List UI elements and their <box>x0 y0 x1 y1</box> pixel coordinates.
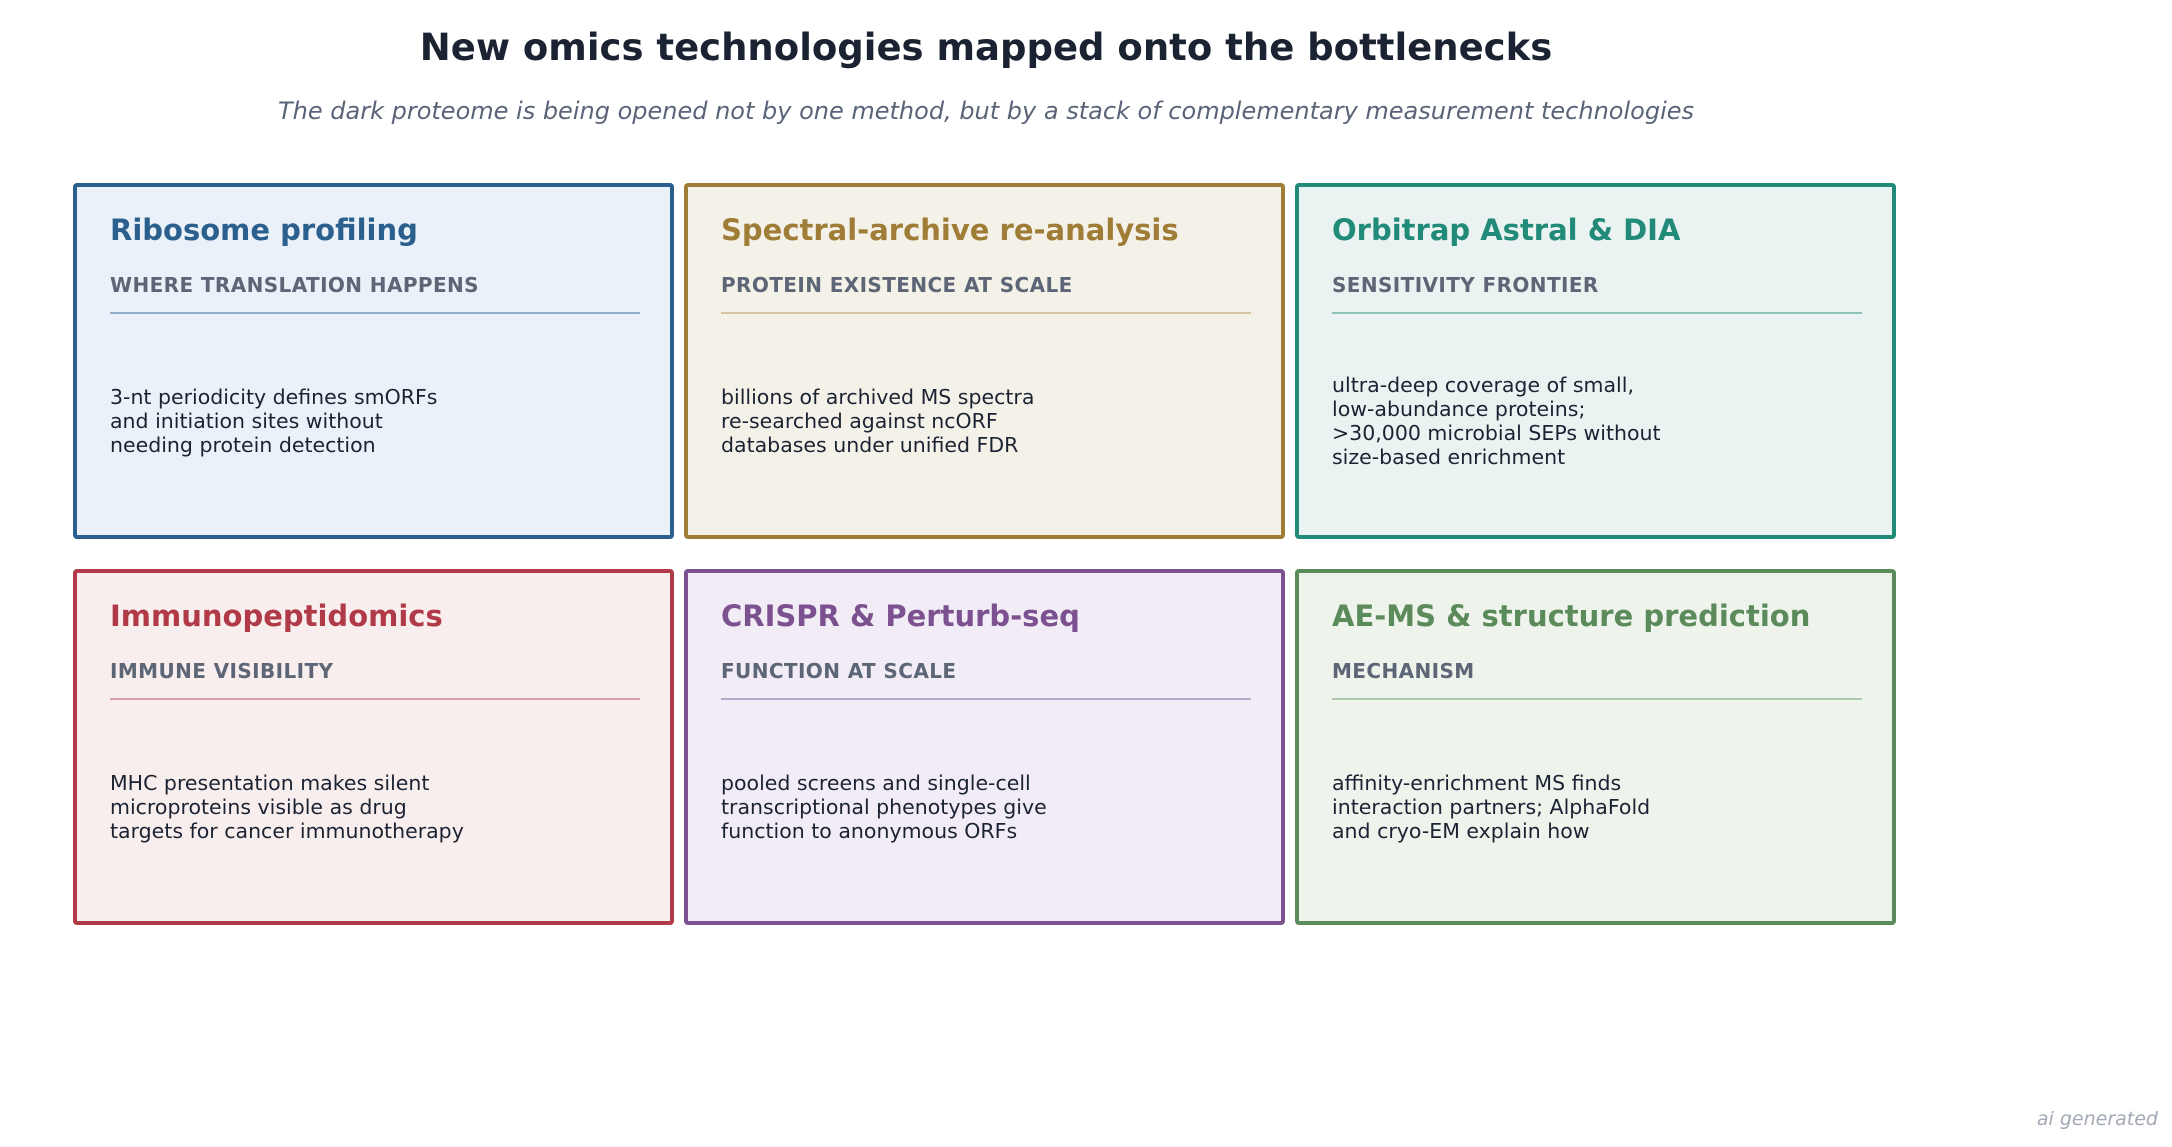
card-kicker: MECHANISM <box>1332 659 1475 683</box>
page-title: New omics technologies mapped onto the b… <box>419 26 1553 69</box>
card-divider <box>110 698 640 700</box>
card-divider <box>110 312 640 314</box>
card-divider <box>721 698 1251 700</box>
card-kicker: FUNCTION AT SCALE <box>721 659 957 683</box>
card-divider <box>1332 698 1862 700</box>
ai-generated-watermark: ai generated <box>2036 1108 2158 1130</box>
card-body: affinity-enrichment MS finds interaction… <box>1332 770 1651 843</box>
card-title: AE-MS & structure prediction <box>1332 599 1811 633</box>
card-spectral-archive-reanalysis: Spectral-archive re-analysis PROTEIN EXI… <box>684 183 1285 539</box>
card-immunopeptidomics: Immunopeptidomics IMMUNE VISIBILITY MHC … <box>73 569 674 925</box>
card-title: Immunopeptidomics <box>110 599 443 633</box>
card-kicker: IMMUNE VISIBILITY <box>110 659 334 683</box>
card-kicker: PROTEIN EXISTENCE AT SCALE <box>721 273 1073 297</box>
card-crispr-perturb-seq: CRISPR & Perturb-seq FUNCTION AT SCALE p… <box>684 569 1285 925</box>
card-body: ultra-deep coverage of small, low-abunda… <box>1332 372 1661 469</box>
card-kicker: SENSITIVITY FRONTIER <box>1332 273 1599 297</box>
card-title: Ribosome profiling <box>110 213 418 247</box>
card-ribosome-profiling: Ribosome profiling WHERE TRANSLATION HAP… <box>73 183 674 539</box>
card-body: 3-nt periodicity defines smORFs and init… <box>110 384 438 457</box>
card-body: pooled screens and single-cell transcrip… <box>721 770 1047 843</box>
card-orbitrap-astral-dia: Orbitrap Astral & DIA SENSITIVITY FRONTI… <box>1295 183 1896 539</box>
card-title: Spectral-archive re-analysis <box>721 213 1179 247</box>
page-subtitle: The dark proteome is being opened not by… <box>278 97 1694 125</box>
card-body: MHC presentation makes silent microprote… <box>110 770 464 843</box>
card-ae-ms-structure-prediction: AE-MS & structure prediction MECHANISM a… <box>1295 569 1896 925</box>
card-divider <box>721 312 1251 314</box>
card-title: Orbitrap Astral & DIA <box>1332 213 1681 247</box>
card-kicker: WHERE TRANSLATION HAPPENS <box>110 273 479 297</box>
card-divider <box>1332 312 1862 314</box>
card-body: billions of archived MS spectra re-searc… <box>721 384 1035 457</box>
card-title: CRISPR & Perturb-seq <box>721 599 1080 633</box>
